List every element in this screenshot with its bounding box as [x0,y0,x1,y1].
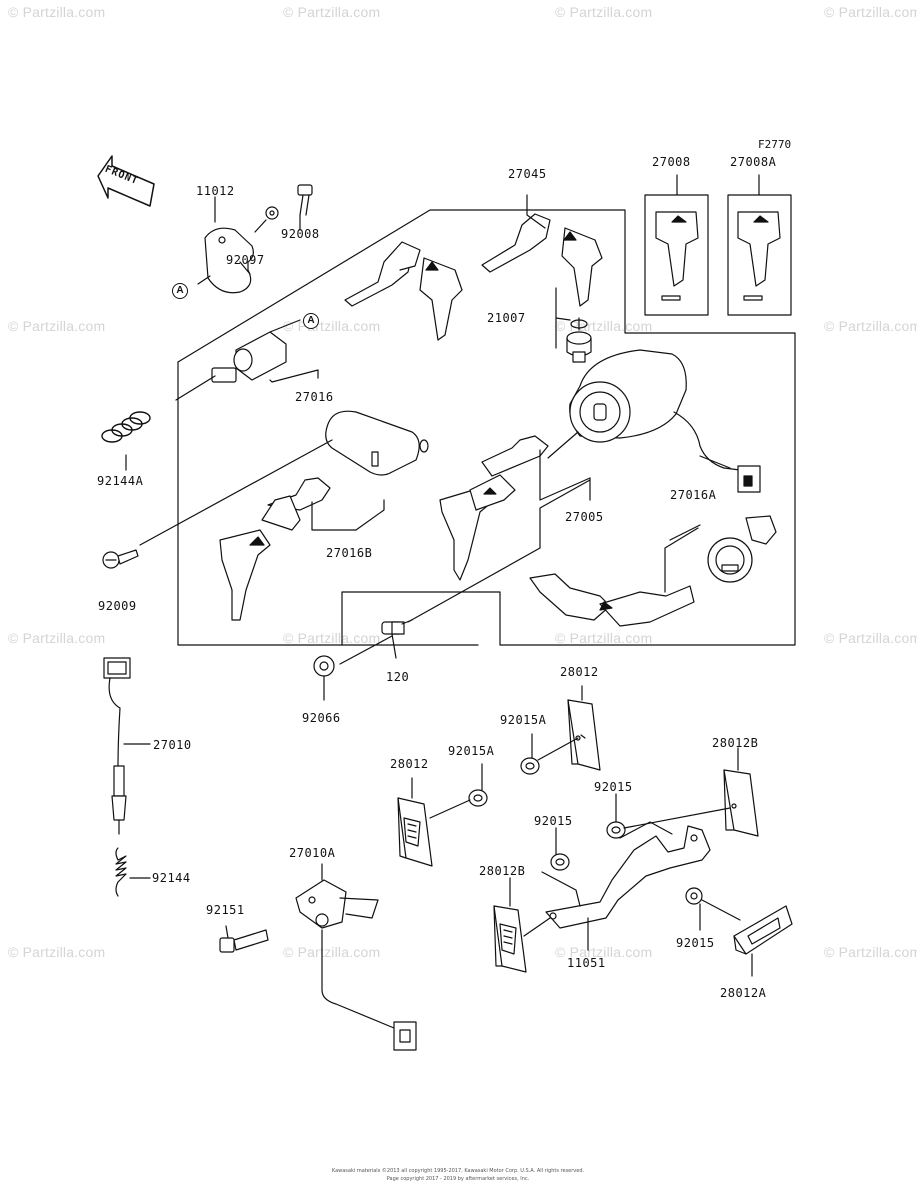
part-label: 27008A [730,155,777,169]
watermark: © Partzilla.com [8,630,106,646]
watermark: © Partzilla.com [824,944,917,960]
part-label: 92097 [226,253,265,267]
ignition-switch [569,349,761,493]
nut-92015-2 [550,827,570,871]
pad-28012-left [397,777,433,867]
bracket-11051 [541,821,711,951]
lock-cylinder [211,319,301,383]
side-stand-switch [295,863,417,1051]
screw-92009 [102,549,139,569]
part-label: 11012 [196,184,235,198]
watermark: © Partzilla.com [8,4,106,20]
part-label: 27016B [326,546,373,560]
pad-28012-top [567,685,601,771]
watermark: © Partzilla.com [824,318,917,334]
part-label: 92066 [302,711,341,725]
spring [101,411,151,443]
key-pair-top-right [481,213,603,307]
part-label: 92015 [594,780,633,794]
part-label: 28012B [479,864,526,878]
spring-92144 [115,847,151,897]
part-label: 92015A [448,744,495,758]
callout-a: A [172,283,188,299]
figure-code: F2770 [758,138,792,151]
part-label: 92144A [97,474,144,488]
pad-28012A [733,905,793,977]
part-label: 27045 [508,167,547,181]
part-label: 92151 [206,903,245,917]
cap-plug [566,317,592,363]
nut-92015A-1 [520,733,579,775]
nut-92015-3 [685,887,741,931]
watermark: © Partzilla.com [824,4,917,20]
part-label: 27016A [670,488,717,502]
part-label: 92008 [281,227,320,241]
watermark: © Partzilla.com [8,944,106,960]
washer [265,206,279,220]
key-pair-top-left [344,241,463,341]
cover-plate [197,227,254,294]
copyright-line: Page copyright 2017 - 2019 by aftermarke… [386,1176,530,1182]
watermark: © Partzilla.com [824,630,917,646]
nut-92015A-2 [429,763,488,819]
watermark: © Partzilla.com [555,944,653,960]
callout-a: A [303,313,319,329]
part-label: 27005 [565,510,604,524]
part-label: 92144 [152,871,191,885]
part-label: 92015 [676,936,715,950]
key-pair-bottom-right [529,573,695,627]
part-label: 28012 [560,665,599,679]
key-pair-middle-right [439,435,549,581]
blank-key-27008A [727,174,792,316]
key-pair-middle-left [219,477,331,621]
watermark: © Partzilla.com [555,4,653,20]
front-arrow-icon [97,155,155,207]
sensor-wire [103,657,151,835]
pad-28012B-right [723,747,759,837]
bolt-92151 [219,925,269,953]
watermark: © Partzilla.com [8,318,106,334]
watermark: © Partzilla.com [555,630,653,646]
blank-key-27008 [644,174,709,316]
screw-120 [381,619,413,635]
nut-92015-1 [606,793,731,839]
helmet-lock [707,515,777,583]
part-label: 27010 [153,738,192,752]
part-label: 28012A [720,986,767,1000]
seat-lock [139,410,429,546]
part-label: 120 [386,670,410,684]
part-label: 11051 [567,956,606,970]
copyright-line: Kawasaki materials ©2013 all copyright 1… [331,1168,585,1174]
part-label: 21007 [487,311,526,325]
part-label: 28012B [712,736,759,750]
part-label: 28012 [390,757,429,771]
watermark: © Partzilla.com [283,630,381,646]
part-label: 27016 [295,390,334,404]
part-label: 92015 [534,814,573,828]
pad-28012B-bottom [493,877,551,973]
part-label: 27010A [289,846,336,860]
part-label: 27008 [652,155,691,169]
part-label: 92009 [98,599,137,613]
assembly-outline [177,209,796,646]
watermark: © Partzilla.com [283,944,381,960]
grommet [313,655,335,677]
screw [297,184,313,216]
watermark: © Partzilla.com [283,4,381,20]
part-label: 92015A [500,713,547,727]
